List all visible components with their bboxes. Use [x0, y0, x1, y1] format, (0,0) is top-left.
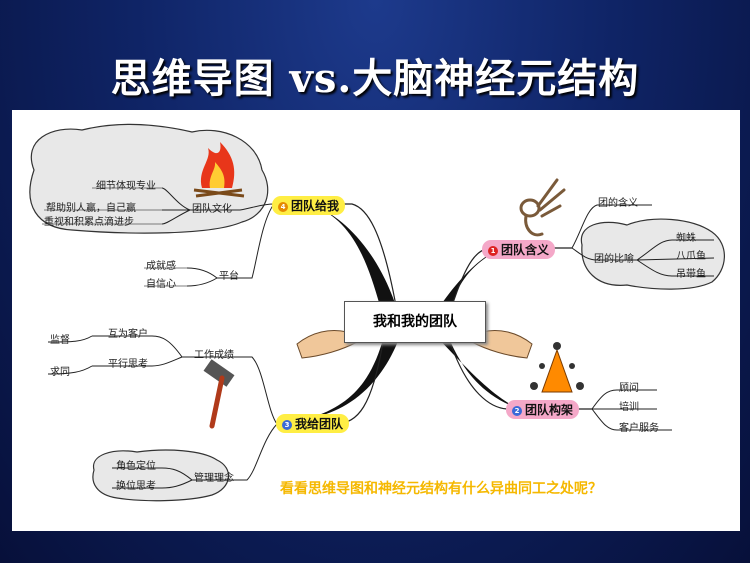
connector-center-to-structure	[447, 335, 592, 410]
label-management-item-2: 换位思考	[116, 481, 156, 492]
fire-icon	[193, 142, 245, 198]
label-metaphor: 团的比喻	[594, 254, 634, 265]
node-number-3: 3	[282, 420, 292, 430]
center-branch-top-right	[440, 245, 512, 306]
center-branch-bottom-right	[436, 336, 517, 408]
connector-structure-items	[591, 389, 672, 431]
node-number-1: 1	[488, 246, 498, 256]
question-caption: 看看思维导图和神经元结构有什么异曲同工之处呢？	[280, 481, 602, 497]
label-results-sub-2: 求同	[50, 367, 70, 378]
label-platform-item-1: 成就感	[146, 261, 176, 272]
connector-give-me-to-platform	[217, 203, 275, 279]
label-metaphor-item-1: 蜘蛛	[676, 233, 696, 244]
label-results-item-1: 互为客户	[108, 329, 148, 340]
label-platform: 平台	[219, 271, 239, 282]
label-metaphor-item-2: 八爪鱼	[676, 251, 706, 262]
label-meaning: 团的含义	[598, 198, 638, 209]
label-platform-item-2: 自信心	[146, 279, 176, 290]
hammer-icon	[203, 359, 235, 429]
connector-center-to-give-me	[274, 203, 397, 307]
node-number-4: 4	[278, 202, 288, 212]
cone-figure-icon	[530, 342, 584, 393]
label-culture-item-3: 重视和积累点滴进步	[44, 217, 134, 228]
culture-cloud	[29, 123, 269, 234]
node-number-2: 2	[512, 406, 522, 416]
connector-culture-items	[161, 187, 191, 225]
node-team-structure-label: 团队构架	[525, 403, 574, 417]
label-results-sub-1: 监督	[50, 335, 70, 346]
connector-item-underlines-platform	[144, 267, 187, 287]
label-structure-item-1: 顾问	[619, 383, 639, 394]
slide-title: 思维导图 vs.大脑神经元结构	[110, 55, 640, 102]
connector-metaphor-items	[636, 239, 715, 277]
label-structure-item-3: 客户服务	[619, 423, 659, 434]
label-management-item-1: 角色定位	[116, 461, 156, 472]
label-structure-item-2: 培训	[619, 402, 639, 413]
node-team-give-me-label: 团队给我	[291, 199, 340, 213]
connector-platform-items	[186, 267, 218, 287]
label-metaphor-item-3: 吊带鱼	[676, 269, 706, 280]
node-team-meaning-label: 团队含义	[501, 243, 550, 257]
label-management: 管理理念	[194, 473, 234, 484]
label-culture-item-2: 帮助别人赢，自己赢	[46, 203, 136, 214]
label-culture: 团队文化	[192, 204, 232, 215]
center-branch-bottom-left	[310, 336, 400, 418]
center-node: 我和我的团队	[344, 301, 486, 343]
connector-management-items	[112, 467, 193, 489]
label-culture-item-1: 细节体现专业	[96, 181, 156, 192]
connector-item-underlines-culture	[42, 187, 162, 225]
label-results-item-2: 平行思考	[108, 359, 148, 370]
ok-hand-icon	[519, 178, 566, 237]
connector-give-me-to-culture	[190, 203, 275, 211]
node-me-give-team-label: 我给团队	[295, 417, 344, 431]
connector-results-subitems	[47, 335, 93, 375]
mindmap-lines	[29, 123, 725, 502]
label-results: 工作成绩	[194, 350, 234, 361]
connector-results-items	[92, 335, 183, 367]
connector-give-team-to-management	[192, 423, 278, 481]
connector-give-team-to-results	[182, 356, 278, 425]
center-branch-top-left	[312, 205, 396, 306]
connector-meaning-items	[571, 204, 652, 261]
metaphor-cloud	[580, 218, 725, 290]
